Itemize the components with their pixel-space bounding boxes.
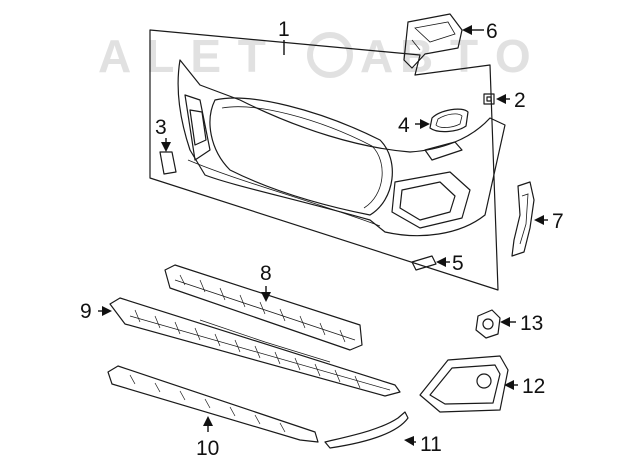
fog-light — [475, 309, 501, 339]
svg-text:A L E T: A L E T — [98, 30, 268, 82]
leader-lines — [98, 25, 548, 446]
callout-10: 10 — [196, 437, 219, 460]
callout-8: 8 — [260, 262, 272, 285]
watermark-logo: A L E T A B T O — [98, 30, 533, 82]
upper-bracket — [403, 13, 463, 69]
callout-1: 1 — [278, 18, 290, 41]
fog-light-bezel — [419, 355, 509, 413]
svg-text:A: A — [360, 30, 395, 82]
bumper-cover — [177, 59, 506, 237]
washer-cover — [429, 108, 469, 133]
cover-plate — [411, 255, 437, 271]
side-bracket — [511, 181, 535, 257]
svg-text:B T O: B T O — [400, 30, 533, 82]
callout-9: 9 — [80, 300, 92, 323]
upper-grille-trim — [164, 264, 363, 351]
lower-trim-strip — [107, 365, 319, 443]
assembly-frame — [149, 29, 499, 291]
callout-4: 4 — [398, 114, 410, 137]
callout-6: 6 — [486, 20, 498, 43]
callout-11: 11 — [420, 433, 442, 456]
callout-7: 7 — [552, 210, 564, 233]
lower-grille — [109, 297, 401, 397]
callout-2: 2 — [514, 89, 526, 112]
callout-5: 5 — [452, 252, 464, 275]
cap-part — [159, 151, 177, 175]
callout-13: 13 — [520, 312, 543, 335]
clip-part — [483, 93, 495, 105]
callout-3: 3 — [155, 116, 167, 139]
chrome-trim — [324, 411, 409, 449]
callout-12: 12 — [522, 375, 545, 398]
